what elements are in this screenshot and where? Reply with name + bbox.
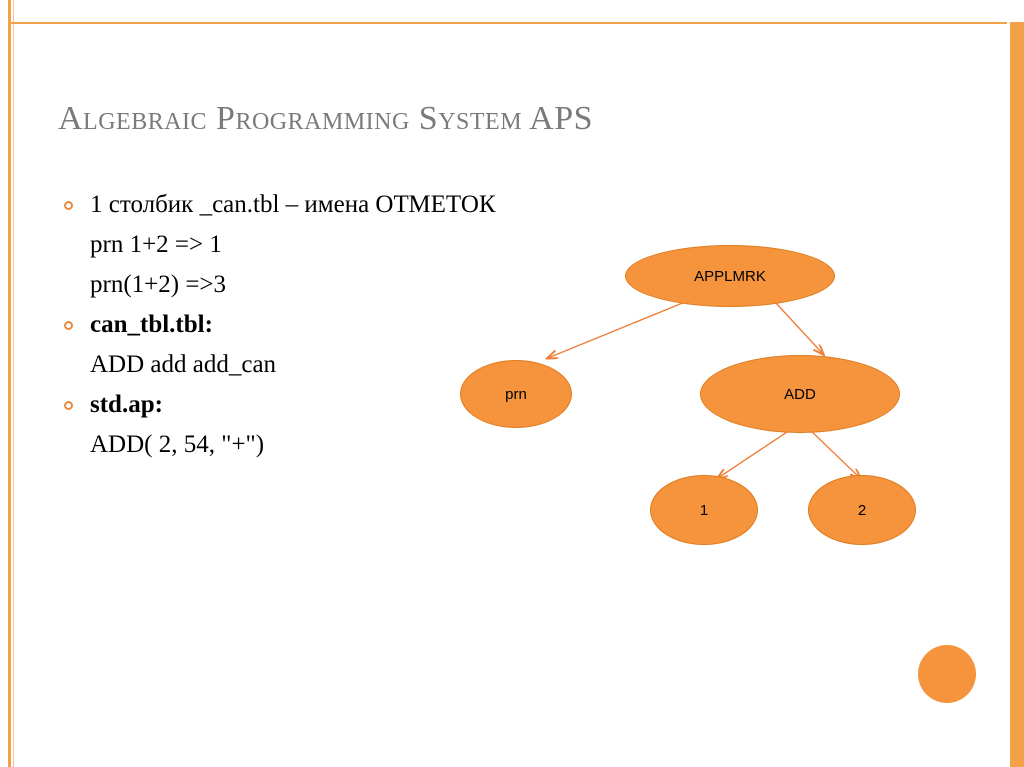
tree-node-applmrk: APPLMRK [625, 245, 835, 307]
body-line-7: ADD( 2, 54, "+") [90, 431, 265, 458]
tree-node-add-label: ADD [784, 385, 816, 403]
body-line-5: ADD add add_can [90, 351, 277, 378]
body-line-6: std.ap: [50, 385, 610, 425]
page-title: Algebraic Programming System APS [58, 100, 594, 137]
slide-frame-left-hairline [13, 0, 14, 767]
slide-frame-top-bar [8, 22, 1024, 24]
body-line-4: can_tbl.tbl: [50, 305, 610, 345]
edge-applmrk-add [774, 301, 823, 354]
edge-applmrk-prn [548, 301, 686, 358]
tree-node-2: 2 [808, 475, 916, 545]
slide-frame-right-bar [1010, 22, 1024, 767]
tree-node-2-label: 2 [857, 501, 867, 519]
tree-edges [430, 301, 990, 560]
slide-frame-left-bar [8, 0, 11, 767]
decorative-circle [918, 645, 976, 703]
body-text-block: 1 столбик _can.tbl – имена ОТМЕТОК prn 1… [50, 185, 610, 465]
tree-diagram: APPLMRK prn ADD 1 2 [430, 230, 990, 560]
slide-frame-right-gap [1007, 22, 1010, 767]
body-line-1: 1 столбик _can.tbl – имена ОТМЕТОК [50, 185, 610, 225]
tree-node-prn: prn [460, 360, 572, 428]
edge-add-1 [718, 427, 794, 478]
tree-node-1-label: 1 [699, 501, 709, 519]
body-line-3: prn(1+2) =>3 [90, 271, 227, 298]
body-line-2: prn 1+2 => 1 [90, 231, 222, 258]
edge-add-2 [807, 427, 860, 478]
tree-node-applmrk-label: APPLMRK [694, 267, 766, 285]
tree-node-add: ADD [700, 355, 900, 433]
tree-node-1: 1 [650, 475, 758, 545]
tree-node-prn-label: prn [505, 385, 527, 403]
